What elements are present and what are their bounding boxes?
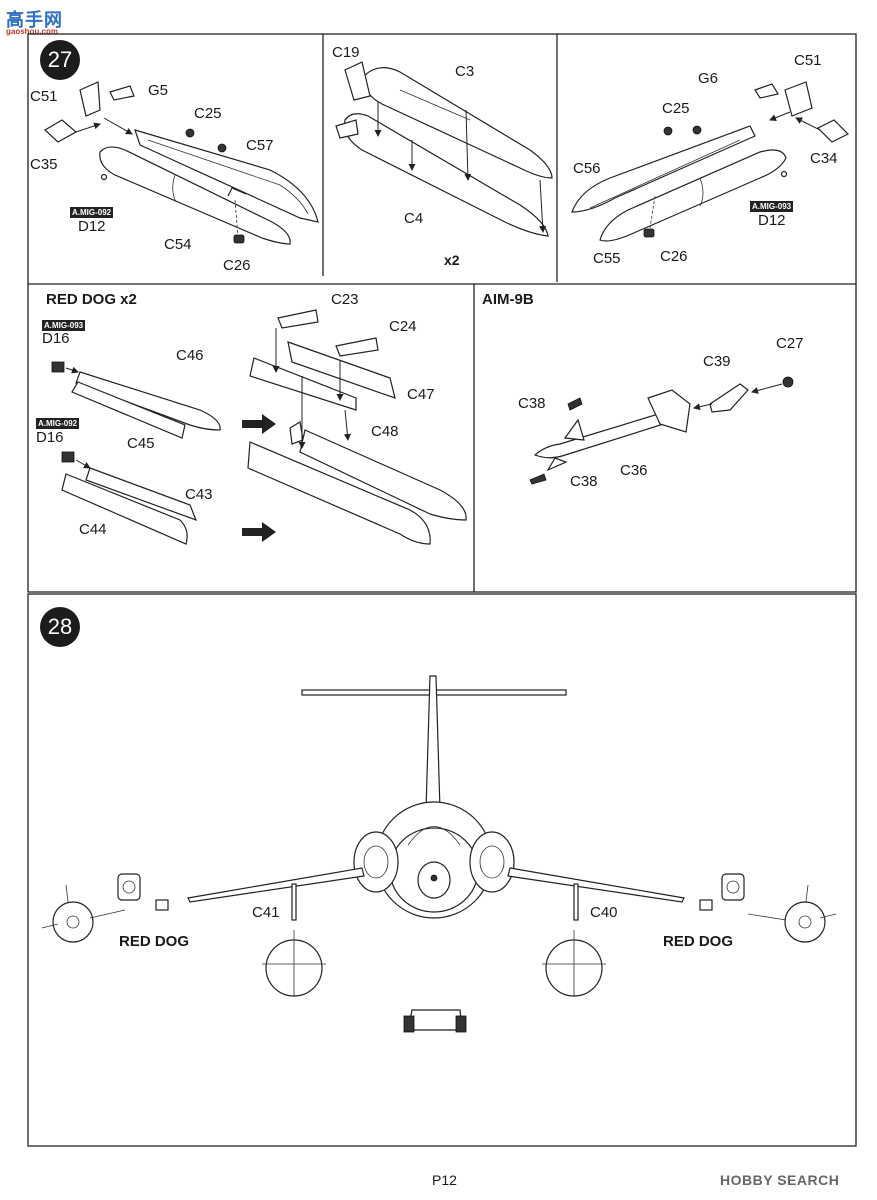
label-c47: C47 bbox=[407, 386, 435, 403]
label-c54: C54 bbox=[164, 236, 192, 253]
step27-right-tank bbox=[571, 81, 850, 242]
panel-frames bbox=[27, 33, 857, 1147]
label-c35: C35 bbox=[30, 156, 58, 173]
label-c51-left: C51 bbox=[30, 88, 58, 105]
label-c57: C57 bbox=[246, 137, 274, 154]
red-dog-label-left: RED DOG bbox=[119, 933, 190, 950]
label-c45: C45 bbox=[127, 435, 155, 452]
page-number: P12 bbox=[432, 1172, 457, 1188]
label-c34: C34 bbox=[810, 150, 838, 167]
label-g5: G5 bbox=[148, 82, 169, 99]
label-c39: C39 bbox=[703, 353, 731, 370]
label-c56: C56 bbox=[573, 160, 601, 177]
label-d16-bottom: D16 bbox=[36, 429, 64, 446]
part-tag-mig093-right: A.MIG-093 bbox=[750, 201, 794, 212]
label-c26-left: C26 bbox=[223, 257, 251, 274]
label-c23: C23 bbox=[331, 291, 359, 308]
step-28-badge: 28 bbox=[40, 607, 80, 647]
label-d12-right: D12 bbox=[758, 212, 786, 229]
label-d16-top: D16 bbox=[42, 330, 70, 347]
label-c25-left: C25 bbox=[194, 105, 222, 122]
label-c25-right: C25 bbox=[662, 100, 690, 117]
label-g6: G6 bbox=[698, 70, 719, 87]
label-c41: C41 bbox=[252, 904, 280, 921]
label-c27: C27 bbox=[776, 335, 804, 352]
label-d12-left: D12 bbox=[78, 218, 106, 235]
label-c40: C40 bbox=[590, 904, 618, 921]
part-tag-mig092-reddog: A.MIG-092 bbox=[36, 418, 80, 429]
label-c36: C36 bbox=[620, 462, 648, 479]
part-tag-mig092-left: A.MIG-092 bbox=[70, 207, 114, 218]
label-c51-right: C51 bbox=[794, 52, 822, 69]
step27-left-tank bbox=[43, 81, 319, 245]
watermark-url: gaoshou.com bbox=[6, 27, 59, 36]
label-c24: C24 bbox=[389, 318, 417, 335]
label-c38-top: C38 bbox=[518, 395, 546, 412]
red-dog-title: RED DOG x2 bbox=[46, 291, 137, 308]
multiplier-x2: x2 bbox=[444, 252, 460, 268]
label-c55: C55 bbox=[593, 250, 621, 267]
label-c4: C4 bbox=[404, 210, 424, 227]
label-c48: C48 bbox=[371, 423, 399, 440]
label-c46: C46 bbox=[176, 347, 204, 364]
label-c26-right: C26 bbox=[660, 248, 688, 265]
step-27-badge: 27 bbox=[40, 40, 80, 80]
label-c19: C19 bbox=[332, 44, 360, 61]
part-tag-mig093-reddog: A.MIG-093 bbox=[42, 320, 86, 331]
label-c44: C44 bbox=[79, 521, 107, 538]
aim9b-title: AIM-9B bbox=[482, 291, 534, 308]
watermark-logo: 高手网 bbox=[6, 10, 63, 30]
step27-middle-tank bbox=[335, 61, 553, 237]
hobby-search-watermark: HOBBY SEARCH bbox=[720, 1172, 840, 1188]
label-c3: C3 bbox=[455, 63, 475, 80]
red-dog-pods bbox=[51, 309, 467, 545]
aircraft-front-view bbox=[41, 675, 837, 1033]
aim9b-missile bbox=[529, 376, 794, 485]
red-dog-label-right: RED DOG bbox=[663, 933, 734, 950]
label-c43: C43 bbox=[185, 486, 213, 503]
label-c38-bottom: C38 bbox=[570, 473, 598, 490]
